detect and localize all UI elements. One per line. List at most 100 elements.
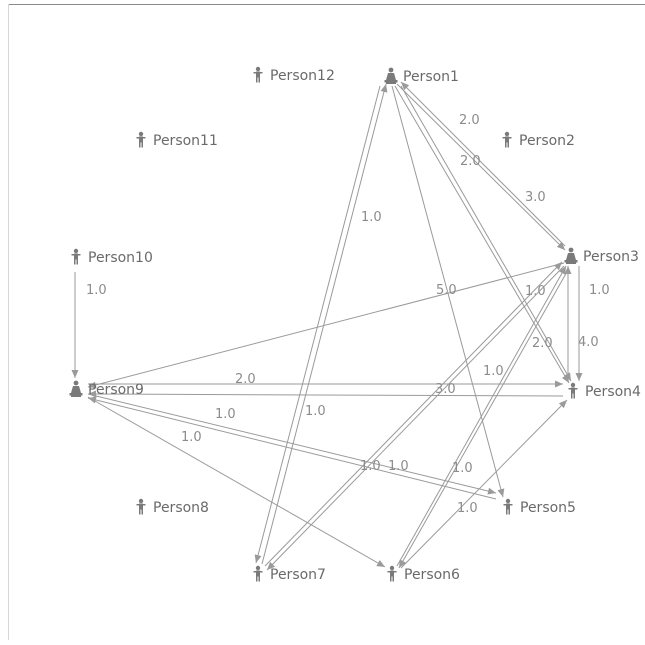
edge-line (87, 397, 497, 500)
edge-line (87, 396, 386, 568)
edge-person1-to-person3[interactable]: 2.0 (396, 83, 566, 251)
edge-arrowhead-17 (553, 262, 562, 271)
edge-weight-label: 1.0 (86, 283, 107, 298)
node-label: Person5 (520, 500, 576, 516)
person-icon (387, 565, 397, 582)
edge-arrowhead-18 (267, 561, 276, 570)
node-label: Person9 (88, 382, 144, 398)
node-person3[interactable]: Person3 (564, 247, 639, 265)
edge-arrowhead-7 (497, 488, 505, 497)
edge-weight-label: 2.0 (459, 113, 480, 128)
person-icon (253, 565, 263, 582)
edge-weight-label: 1.0 (215, 407, 236, 422)
edge-person6-to-person4[interactable]: 1.0 (400, 399, 568, 569)
person-icon (136, 498, 146, 515)
edge-weight-label: 2.0 (460, 154, 481, 169)
node-person5[interactable]: Person5 (503, 498, 576, 516)
edge-line (400, 399, 568, 569)
node-label: Person2 (519, 133, 575, 149)
edge-person3-to-person4[interactable]: 1.0 (575, 266, 610, 381)
edge-weight-label: 1.0 (361, 210, 382, 225)
edge-person3-to-person7[interactable]: 1.0 (266, 265, 565, 571)
edge-person3-to-person1[interactable]: 3.0 (400, 81, 566, 247)
edge-person7-to-person1[interactable]: 1.0 (261, 83, 388, 565)
edge-line (396, 83, 566, 251)
edge-weight-label: 4.0 (578, 335, 599, 350)
person-icon (568, 382, 578, 399)
frame-left-border (8, 4, 9, 640)
edge-person9-to-person5[interactable]: 1.0 (87, 393, 497, 495)
edge-arrowhead-4 (563, 372, 571, 381)
edge-weight-label: 1.0 (360, 459, 381, 474)
edge-person7-to-person3[interactable]: 1.0 (264, 261, 563, 567)
node-person12[interactable]: Person12 (253, 66, 335, 84)
edge-person1-to-person7[interactable] (254, 85, 381, 564)
edge-weight-label: 3.0 (525, 190, 546, 205)
node-person9[interactable]: Person9 (69, 380, 144, 398)
edge-line (398, 269, 569, 569)
edge-line (266, 265, 565, 571)
edge-arrowhead-8 (71, 370, 79, 378)
person-icon (136, 131, 146, 148)
edge-weight-label: 1.0 (452, 461, 473, 476)
node-label: Person8 (153, 500, 209, 516)
node-label: Person1 (403, 69, 459, 85)
edge-person3-to-person9[interactable]: 5.0 (87, 262, 565, 389)
edge-arrowhead-6 (254, 554, 262, 563)
node-person7[interactable]: Person7 (253, 565, 326, 583)
edge-line (87, 393, 564, 397)
edge-person10-to-person9[interactable]: 1.0 (71, 272, 107, 378)
edge-arrowhead-12 (555, 380, 563, 388)
node-person11[interactable]: Person11 (136, 131, 218, 149)
node-label: Person12 (270, 68, 335, 84)
edge-arrowhead-20 (399, 559, 406, 568)
person-icon (503, 498, 513, 515)
edge-line (87, 262, 565, 388)
node-person1[interactable]: Person1 (384, 67, 459, 85)
edge-arrowhead-19 (559, 266, 566, 275)
edge-arrowhead-21 (558, 400, 567, 409)
node-person2[interactable]: Person2 (502, 131, 575, 149)
node-person10[interactable]: Person10 (71, 248, 153, 266)
edge-line (264, 261, 563, 567)
node-person8[interactable]: Person8 (136, 498, 209, 516)
node-person4[interactable]: Person4 (568, 382, 642, 400)
group-person-icon (69, 380, 83, 397)
edge-line (400, 85, 572, 382)
edge-arrowhead-1 (556, 241, 565, 250)
edge-arrowhead-14 (487, 487, 496, 495)
edge-weight-label: 1.0 (305, 404, 326, 419)
edge-line (394, 85, 570, 384)
edge-arrowhead-16 (376, 559, 385, 567)
edge-arrowhead-5 (380, 84, 388, 93)
edge-line (87, 393, 497, 494)
node-label: Person3 (583, 249, 639, 265)
edge-person3-to-person6[interactable]: 1.0 (398, 269, 569, 569)
edge-arrowhead-10 (575, 373, 583, 381)
edge-weight-label: 1.0 (483, 364, 504, 379)
edge-person6-to-person3[interactable]: 2.0 (396, 265, 567, 567)
edge-weight-label: 5.0 (436, 283, 457, 298)
edge-person9-to-person4[interactable]: 2.0 (88, 372, 563, 388)
group-person-icon (564, 247, 578, 264)
edge-weight-label: 1.0 (457, 501, 478, 516)
edge-line (391, 85, 504, 498)
node-label: Person10 (88, 250, 153, 266)
group-person-icon (384, 67, 398, 84)
frame-top-border (8, 4, 645, 5)
edge-person9-to-person6[interactable]: 1.0 (87, 396, 386, 568)
edge-person5-to-person9[interactable]: 1.0 (87, 396, 497, 500)
person-icon (502, 131, 512, 148)
edge-weight-label: 1.0 (181, 430, 202, 445)
edge-line (400, 81, 566, 247)
node-person6[interactable]: Person6 (387, 565, 461, 583)
edge-weight-label: 1.0 (388, 459, 409, 474)
edge-weight-label: 2.0 (532, 336, 553, 351)
edge-weight-label: 1.0 (589, 283, 610, 298)
edge-line (261, 83, 387, 565)
person-icon (253, 66, 263, 83)
edge-person1-to-person5[interactable]: 1.0 (391, 85, 505, 498)
node-label: Person6 (404, 567, 460, 583)
